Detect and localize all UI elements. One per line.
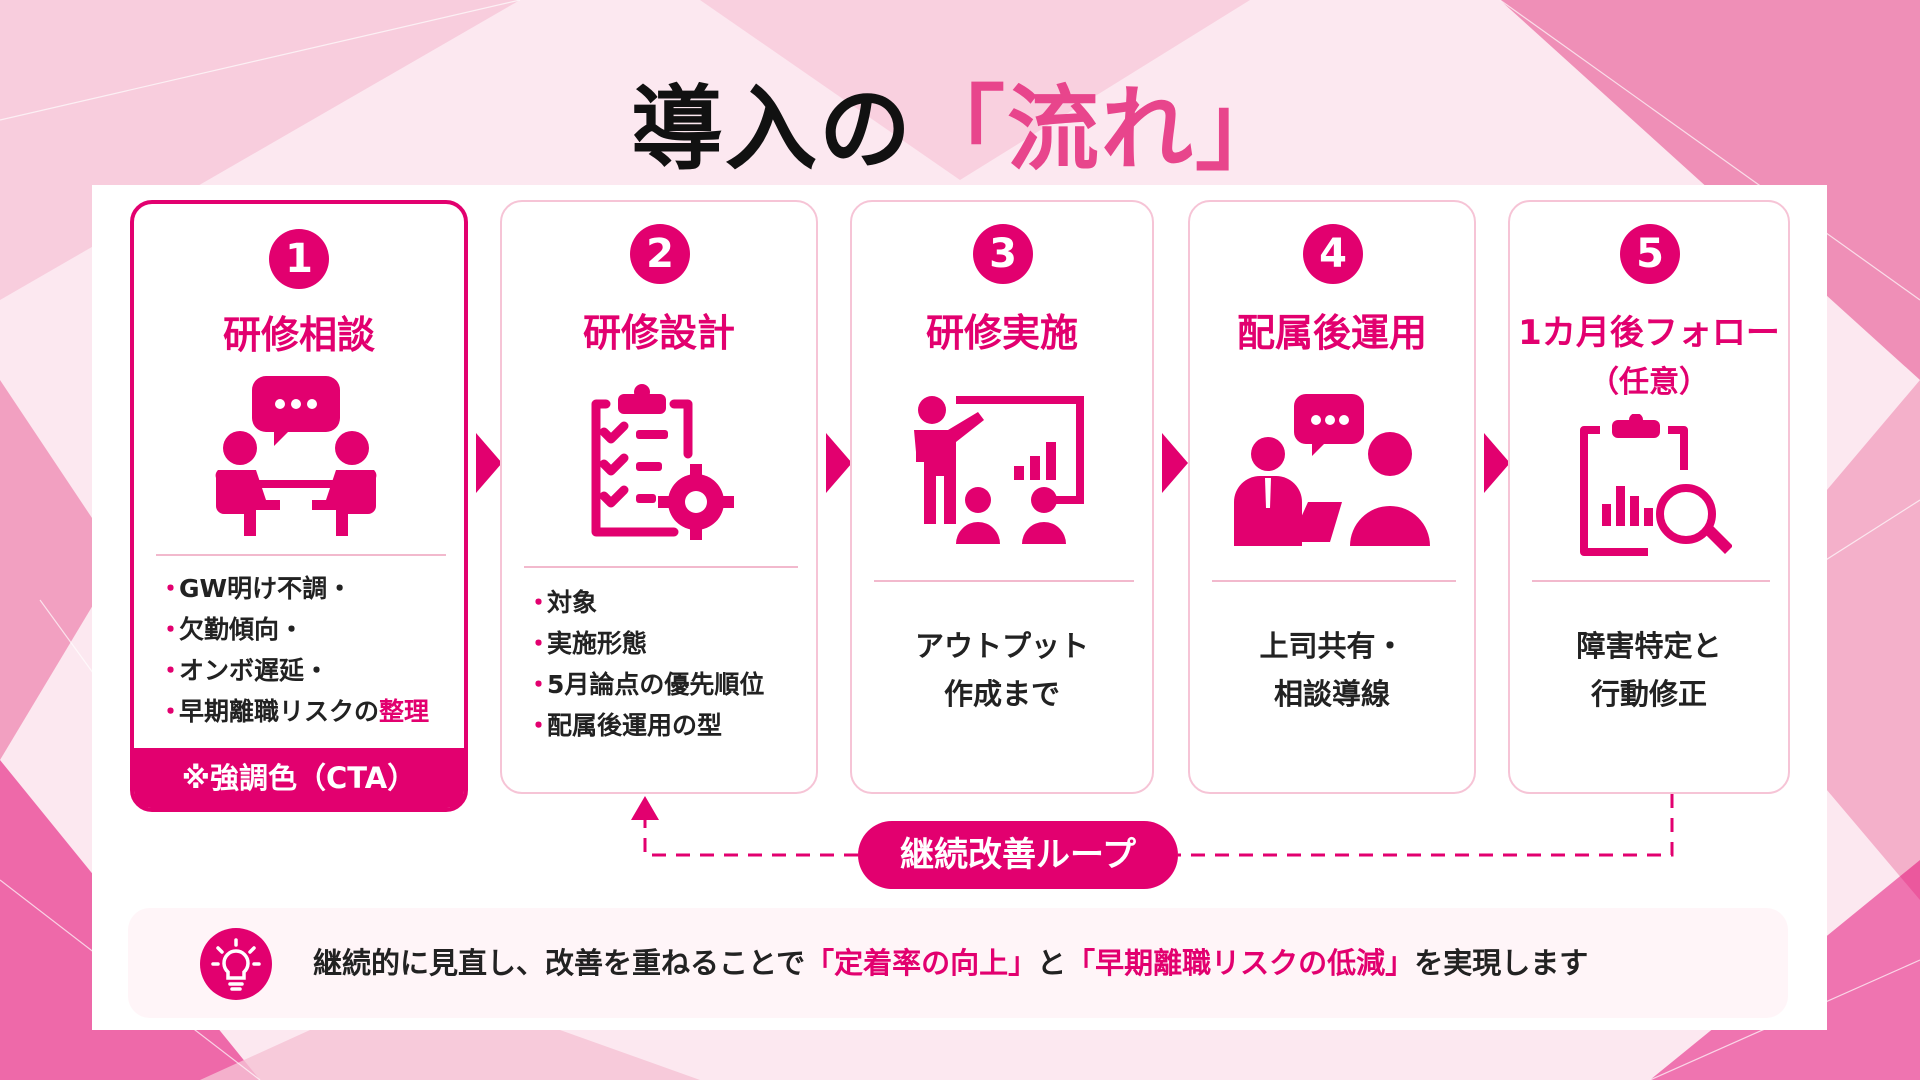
loop-label: 継続改善ループ bbox=[858, 821, 1178, 889]
summary-part: と bbox=[1037, 946, 1066, 980]
summary-note: 継続的に見直し、改善を重ねることで「定着率の向上」と「早期離職リスクの低減」を実… bbox=[128, 908, 1788, 1018]
summary-text: 継続的に見直し、改善を重ねることで「定着率の向上」と「早期離職リスクの低減」を実… bbox=[313, 908, 1588, 1018]
lightbulb-icon bbox=[200, 928, 272, 1000]
summary-part: 継続的に見直し、改善を重ねることで bbox=[313, 946, 805, 980]
loop-arrowhead-icon bbox=[631, 796, 659, 820]
summary-emphasis: 「早期離職リスクの低減」 bbox=[1066, 946, 1414, 980]
summary-emphasis: 「定着率の向上」 bbox=[805, 946, 1037, 980]
summary-part: を実現します bbox=[1414, 946, 1588, 980]
